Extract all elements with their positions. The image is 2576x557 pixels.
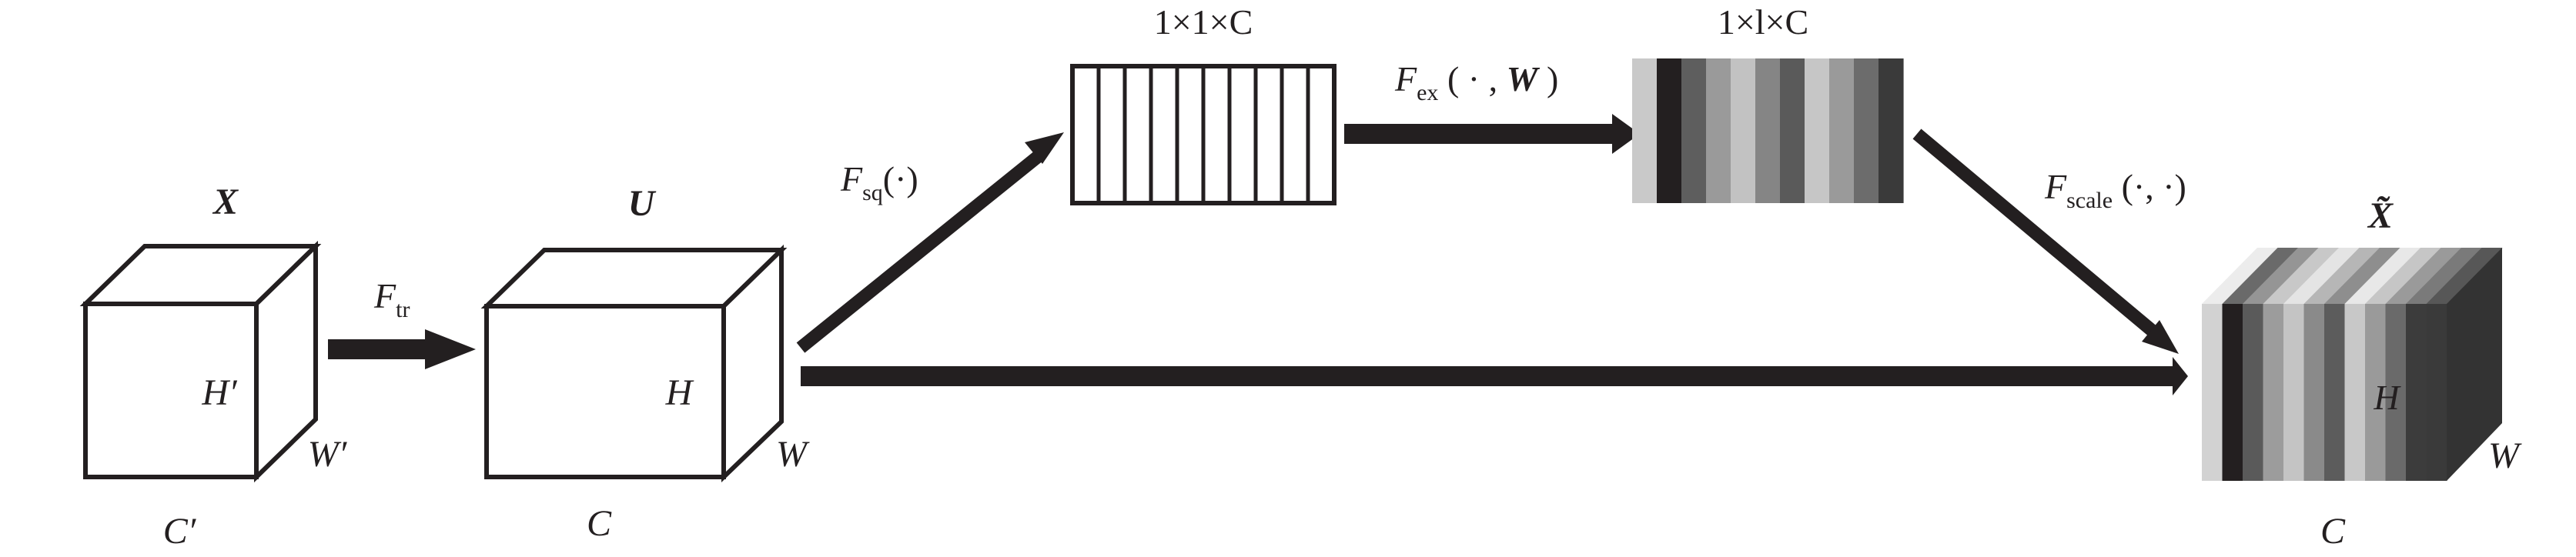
output-front-stripe	[2243, 304, 2264, 481]
op-ex-args-open: ( · ,	[1438, 59, 1506, 98]
output-front-stripe	[2283, 304, 2305, 481]
op-ex-main: F	[1394, 59, 1417, 98]
scale-arrow-shaft	[1912, 128, 2159, 338]
squeeze-vector-strips	[1096, 66, 1310, 203]
excitation-stripe	[1681, 58, 1707, 203]
output-front-stripe	[2365, 304, 2387, 481]
op-ex-sub: ex	[1417, 80, 1438, 105]
excitation-stripe	[1755, 58, 1781, 203]
output-front-stripe	[2426, 304, 2447, 481]
op-scale-args: (·, ·)	[2113, 167, 2186, 206]
squeeze-vector-label: 1×1×C	[1154, 2, 1253, 42]
op-tr-sub: tr	[396, 297, 410, 322]
cube-x-title: X	[212, 182, 239, 222]
skip-arrow	[801, 357, 2188, 395]
cube-x-tilde-title: X̃	[2367, 195, 2394, 236]
op-scale-sub: scale	[2066, 188, 2113, 213]
excitation-stripe	[1805, 58, 1830, 203]
output-top-stripe	[2243, 248, 2320, 304]
transform-arrow-shaft	[328, 339, 428, 359]
output-top-stripe	[2344, 248, 2421, 304]
excitation-stripe	[1854, 58, 1879, 203]
excitation-stripe	[1829, 58, 1855, 203]
excitation-stripe	[1632, 58, 1658, 203]
op-scale-label: Fscale (·, ·)	[2044, 167, 2186, 213]
op-sq-main: F	[840, 159, 863, 198]
output-cube-top-face	[2202, 248, 2503, 304]
op-sq-label: Fsq(·)	[840, 159, 918, 205]
op-scale-main: F	[2044, 167, 2067, 206]
scale-arrow: Fscale (·, ·)	[1912, 128, 2186, 354]
output-front-stripe	[2222, 304, 2243, 481]
output-front-stripe	[2303, 304, 2325, 481]
cube-u-height-label: H	[665, 372, 694, 413]
output-top-stripe	[2222, 248, 2299, 304]
output-top-stripe	[2426, 248, 2503, 304]
output-top-stripe	[2263, 248, 2340, 304]
excitation-arrow-head	[1612, 114, 1640, 154]
output-front-stripe	[2263, 304, 2284, 481]
op-sq-sub: sq	[862, 180, 883, 205]
excitation-stripe	[1878, 58, 1904, 203]
excitation-arrow-shaft	[1344, 124, 1615, 144]
scale-arrow-head	[2142, 320, 2179, 354]
excitation-vector-stripes	[1632, 58, 1904, 203]
excitation-vector-label: 1×l×C	[1718, 2, 1808, 42]
cube-x-width-label: W′	[308, 434, 348, 475]
output-top-stripe	[2303, 248, 2380, 304]
op-tr-label: Ftr	[373, 276, 410, 322]
cube-u-channel-label: C	[587, 503, 612, 544]
feature-cube-u: U H W C	[480, 183, 810, 544]
op-ex-args-bold: W	[1507, 59, 1541, 98]
output-front-stripe	[2344, 304, 2366, 481]
output-front-stripe	[2406, 304, 2427, 481]
input-cube-x: X H′ W′ C′	[79, 182, 348, 552]
op-ex-args-close: )	[1537, 59, 1558, 98]
cube-x-channel-label: C′	[163, 511, 197, 552]
excitation-arrow: Fex ( · , W )	[1344, 59, 1640, 154]
skip-arrow-head	[2173, 357, 2188, 395]
cube-x-tilde-channel-label: C	[2320, 511, 2346, 552]
excitation-stripe	[1657, 58, 1682, 203]
excitation-stripe	[1780, 58, 1805, 203]
squeeze-arrow-shaft	[796, 150, 1044, 353]
output-cube-front-face	[2202, 304, 2447, 481]
output-cube-side-face	[2447, 248, 2502, 481]
output-top-stripe	[2202, 248, 2279, 304]
cube-u-title: U	[628, 183, 657, 224]
cube-x-height-label: H′	[201, 372, 238, 413]
output-front-stripe	[2385, 304, 2407, 481]
excitation-vector: 1×l×C	[1632, 2, 1904, 203]
excitation-stripe	[1706, 58, 1731, 203]
cube-x-tilde-height-label: H	[2373, 378, 2401, 417]
output-top-stripe	[2406, 248, 2483, 304]
output-front-stripe	[2324, 304, 2346, 481]
output-cube-x-tilde: X̃ H W C	[2202, 195, 2522, 552]
squeeze-arrow-head	[1025, 132, 1064, 164]
transform-arrow: Ftr	[328, 276, 476, 369]
squeeze-vector: 1×1×C	[1070, 2, 1337, 205]
transform-arrow-head	[425, 329, 476, 369]
output-top-stripe	[2283, 248, 2360, 304]
cube-x-tilde-width-label: W	[2488, 435, 2522, 476]
cube-u-front-face	[484, 304, 726, 479]
cube-u-width-label: W	[776, 434, 810, 475]
skip-arrow-shaft	[801, 366, 2177, 386]
output-front-stripe	[2202, 304, 2223, 481]
excitation-stripe	[1731, 58, 1756, 203]
op-tr-main: F	[373, 276, 396, 315]
op-sq-args: (·)	[883, 159, 918, 198]
cube-x-front-face	[83, 302, 259, 479]
op-ex-label: Fex ( · , W )	[1394, 59, 1558, 105]
output-top-stripe	[2324, 248, 2401, 304]
output-top-stripe	[2385, 248, 2462, 304]
squeeze-arrow: Fsq(·)	[796, 132, 1064, 353]
output-top-stripe	[2365, 248, 2442, 304]
